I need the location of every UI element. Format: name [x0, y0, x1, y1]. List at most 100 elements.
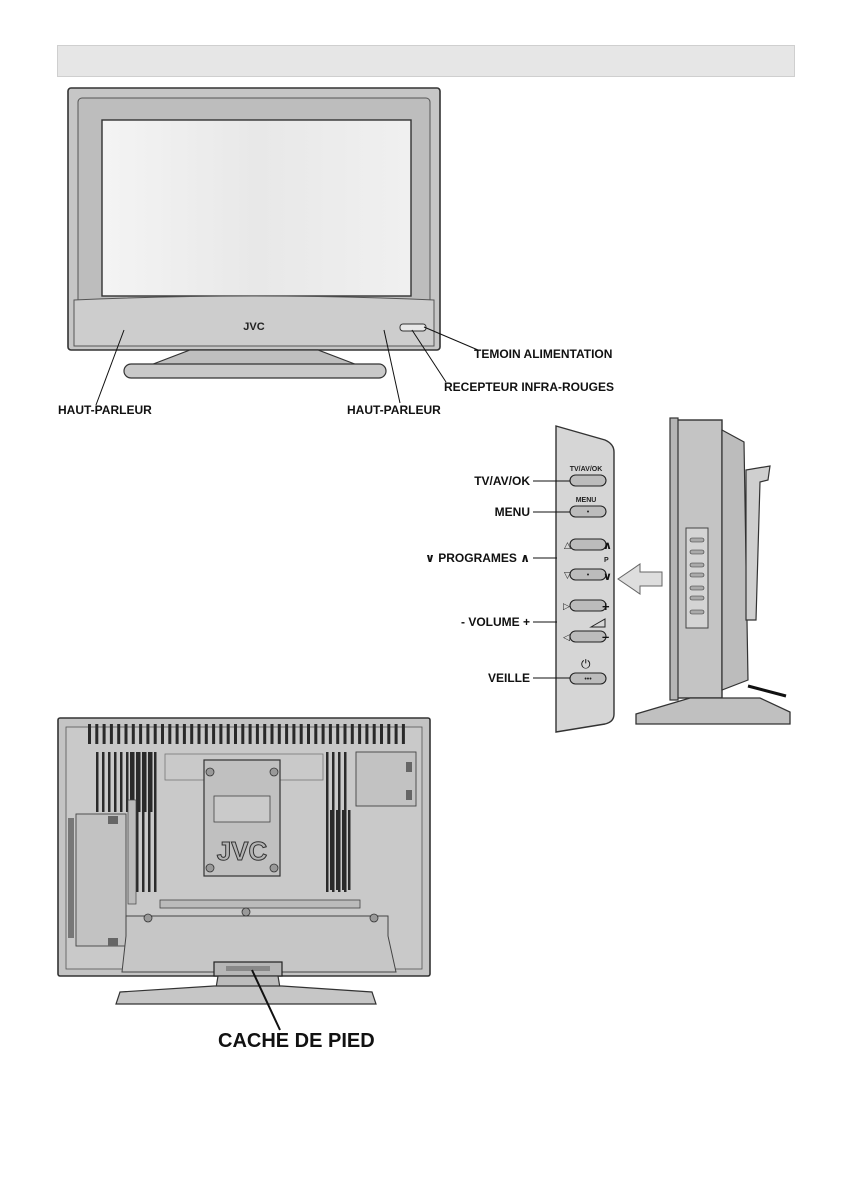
vent-slot	[96, 752, 99, 812]
vent-slot	[154, 724, 157, 744]
screw-icon	[370, 914, 378, 922]
vent-slot	[183, 724, 186, 744]
rear-stand-base	[116, 986, 376, 1004]
vent-slot	[285, 724, 288, 744]
ir-receiver-window	[400, 324, 426, 331]
screw-icon	[270, 864, 278, 872]
vent-slot	[139, 724, 142, 744]
vent-slot	[154, 752, 157, 892]
vent-slot	[358, 724, 361, 744]
prog-down-dot	[587, 574, 589, 576]
side-mini-button	[690, 596, 704, 600]
vent-slot	[342, 810, 345, 890]
vent-slot	[348, 810, 351, 890]
side-control-panel: TV/AV/OK MENU △ ∧ P ▽ ∨ ▷ + ◁ – ⏻ •••	[425, 426, 614, 732]
standby-power-icon: ⏻	[581, 657, 591, 671]
vent-slot	[219, 724, 222, 744]
prog-up-caret-icon: ∧	[603, 540, 612, 552]
vent-slot	[114, 752, 117, 812]
vent-slot	[102, 752, 105, 812]
menu-button-dot	[587, 511, 589, 513]
vent-slot	[278, 724, 281, 744]
side-mini-button	[690, 586, 704, 590]
connector-port-icon	[108, 816, 118, 824]
label-menu: MENU	[495, 505, 530, 519]
vent-slot	[402, 724, 405, 744]
screw-icon	[242, 908, 250, 916]
side-mini-button	[690, 610, 704, 614]
side-stand	[636, 698, 790, 724]
vent-slot	[198, 724, 201, 744]
vent-slot	[249, 724, 252, 744]
label-standby: VEILLE	[488, 671, 530, 685]
vent-slot	[88, 724, 91, 744]
vent-slot	[146, 724, 149, 744]
side-tv-back-bulge	[722, 430, 748, 690]
vent-slot	[336, 810, 339, 890]
vent-slot	[373, 724, 376, 744]
side-handle	[746, 466, 770, 620]
front-brand-logo: JVC	[243, 321, 264, 333]
vent-slot	[103, 724, 106, 744]
side-mini-button	[690, 538, 704, 542]
vol-minus-icon: –	[602, 629, 609, 644]
rear-mount-inner	[214, 796, 270, 822]
vent-slot	[365, 724, 368, 744]
vent-slot	[168, 724, 171, 744]
vent-slot	[110, 724, 113, 744]
vent-slot	[351, 724, 354, 744]
vent-slot	[212, 724, 215, 744]
side-mini-button	[690, 573, 704, 577]
connector-port-icon	[406, 762, 412, 772]
label-stand-cover: CACHE DE PIED	[218, 1030, 375, 1052]
vent-slot	[336, 724, 339, 744]
label-speaker-left: HAUT-PARLEUR	[58, 403, 152, 417]
vent-slot	[300, 724, 303, 744]
screw-icon	[144, 914, 152, 922]
vent-slot	[344, 724, 347, 744]
vent-slot	[330, 810, 333, 890]
vent-slot	[292, 724, 295, 744]
stand-cover-slot	[226, 966, 270, 971]
side-tv-front-edge	[670, 418, 678, 700]
front-view: JVC TEMOIN ALIMENTATION RECEPTEUR INFRA-…	[58, 88, 614, 417]
vent-slot	[108, 752, 111, 812]
vent-slot	[120, 752, 123, 812]
standby-dots: •••	[584, 676, 592, 683]
rear-side-slot	[68, 818, 74, 938]
vent-slot	[176, 724, 179, 744]
vent-slot	[314, 724, 317, 744]
screw-icon	[206, 864, 214, 872]
side-mini-button	[690, 563, 704, 567]
panel-text-menu: MENU	[576, 497, 597, 504]
tv-av-ok-button	[570, 475, 606, 486]
connector-port-icon	[406, 790, 412, 800]
rear-horizontal-slot	[160, 900, 360, 908]
vent-slot	[132, 724, 135, 744]
vent-slot	[307, 724, 310, 744]
rear-connector-panel-left	[76, 814, 126, 946]
label-programmes: ∨ PROGRAMES ∧	[425, 551, 530, 565]
connector-port-icon	[108, 938, 118, 946]
label-volume: - VOLUME +	[461, 615, 530, 629]
panel-text-tv-av-ok: TV/AV/OK	[570, 466, 603, 473]
panel-text-p: P	[604, 557, 609, 564]
vent-slot	[395, 724, 398, 744]
vent-slot	[387, 724, 390, 744]
vent-slot	[263, 724, 266, 744]
vent-slot	[326, 752, 329, 892]
rear-view: JVC CACHE DE PIED	[58, 718, 430, 1052]
front-screen	[102, 120, 411, 296]
volume-down-button	[570, 631, 606, 642]
vol-down-triangle-icon: ◁	[563, 632, 570, 642]
vent-slot	[227, 724, 230, 744]
vent-slot	[241, 724, 244, 744]
label-power-led: TEMOIN ALIMENTATION	[474, 347, 612, 361]
vent-slot	[161, 724, 164, 744]
vent-slot	[125, 724, 128, 744]
vent-slot	[256, 724, 259, 744]
side-view	[636, 418, 790, 724]
rear-vertical-slot	[128, 800, 136, 904]
vent-slot	[136, 752, 139, 892]
volume-up-button	[570, 600, 606, 611]
